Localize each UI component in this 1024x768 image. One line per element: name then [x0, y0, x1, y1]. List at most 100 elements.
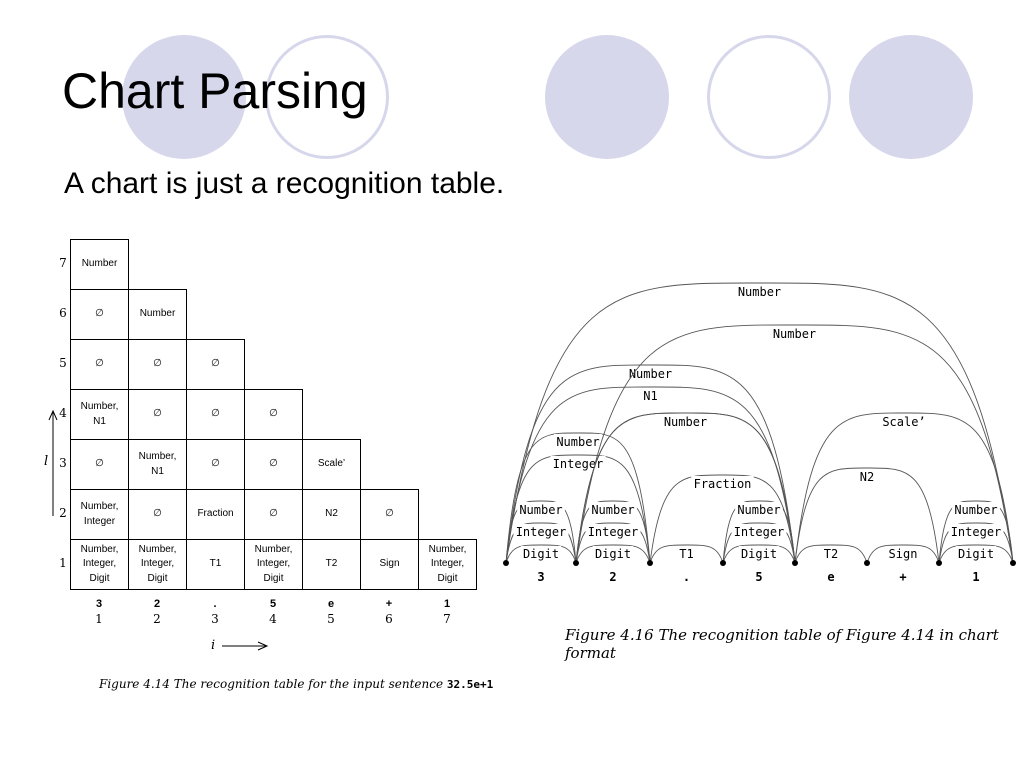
column-char: 5 [269, 598, 277, 610]
table-cell: T2 [302, 539, 361, 590]
table-cell: ∅ [186, 339, 245, 390]
chart-node [792, 560, 798, 566]
arc-label-bg [513, 524, 569, 539]
chart-token: 1 [972, 570, 979, 584]
chart-arc [505, 522, 577, 564]
arc-label-bg [886, 546, 920, 561]
arc-label-bg [952, 502, 1000, 517]
column-char: . [213, 598, 217, 610]
chart-arc [505, 282, 1014, 564]
arc-label: Digit [595, 547, 631, 561]
chart-arc [794, 412, 1014, 564]
chart-arc [722, 544, 796, 564]
arc-label-bg [677, 546, 696, 561]
arc-label-bg [626, 366, 675, 381]
table-cell: T1 [186, 539, 245, 590]
arc-label: Integer [516, 525, 567, 539]
column-char: 1 [443, 598, 451, 610]
decor-circle-1 [122, 35, 246, 159]
arc-label: Integer [588, 525, 639, 539]
arc-label-bg [857, 469, 877, 484]
chart-token: + [899, 570, 906, 584]
arc-label-bg [589, 502, 637, 517]
arc-label: Number [954, 503, 997, 517]
table-cell: ∅ [244, 489, 303, 540]
axis-l-arrow [48, 409, 58, 516]
figure-4-14-caption-text: Figure 4.14 The recognition table for th… [99, 677, 444, 691]
chart-node [647, 560, 653, 566]
arc-label-bg [948, 524, 1004, 539]
chart-arc [575, 544, 651, 564]
arc-label-bg [735, 502, 783, 517]
table-cell: Number, Integer, Digit [128, 539, 187, 590]
column-index: 4 [269, 612, 277, 626]
chart-token: 3 [537, 570, 544, 584]
arc-label-bg [735, 284, 784, 299]
row-label: 7 [59, 256, 67, 270]
chart-token: 5 [755, 570, 762, 584]
row-label: 5 [59, 356, 67, 370]
chart-node [573, 560, 579, 566]
axis-i-arrow [222, 641, 269, 651]
table-cell: Number [70, 239, 129, 290]
axis-i-label: i [211, 638, 216, 653]
chart-arc [794, 544, 868, 564]
chart-token: 2 [609, 570, 616, 584]
table-cell: N2 [302, 489, 361, 540]
column-index: 5 [327, 612, 335, 626]
table-cell: Number, Integer, Digit [418, 539, 477, 590]
arc-label-bg [880, 414, 928, 429]
arc-label: Integer [734, 525, 785, 539]
chart-arc [505, 454, 651, 564]
chart-arc [575, 324, 1014, 564]
table-cell: ∅ [128, 339, 187, 390]
column-char: e [327, 598, 335, 610]
arc-label-bg [731, 524, 787, 539]
arc-label: N2 [860, 470, 874, 484]
row-label: 3 [59, 456, 67, 470]
chart-arc [505, 386, 796, 564]
arc-label: Number [519, 503, 562, 517]
table-cell: ∅ [244, 439, 303, 490]
decor-circle-2 [265, 35, 389, 159]
table-cell: Sign [360, 539, 419, 590]
decor-circle-4 [707, 35, 831, 159]
arc-label: Number [737, 503, 780, 517]
arc-label-bg [738, 546, 780, 561]
arc-label: Sign [889, 547, 918, 561]
slide-title: Chart Parsing [62, 63, 368, 119]
chart-node [503, 560, 509, 566]
arc-label-bg [592, 546, 634, 561]
column-index: 6 [385, 612, 393, 626]
chart-node [720, 560, 726, 566]
row-label: 1 [59, 556, 67, 570]
arc-label: Digit [523, 547, 559, 561]
column-char: + [385, 598, 393, 610]
table-cell: Number [128, 289, 187, 340]
arc-label-bg [554, 434, 602, 449]
figure-4-16-caption: Figure 4.16 The recognition table of Fig… [565, 626, 999, 662]
table-cell: Number, N1 [70, 389, 129, 440]
column-index: 1 [95, 612, 103, 626]
table-cell: Number, Integer [70, 489, 129, 540]
chart-node [864, 560, 870, 566]
arc-label: Number [738, 285, 781, 299]
table-cell: Number, N1 [128, 439, 187, 490]
table-cell: ∅ [70, 289, 129, 340]
arc-label: Digit [958, 547, 994, 561]
table-cell: ∅ [360, 489, 419, 540]
chart-arc [866, 544, 940, 564]
arc-label-bg [641, 388, 660, 403]
chart-arc [649, 544, 724, 564]
arc-label-bg [691, 476, 754, 491]
arc-label-bg [661, 414, 710, 429]
row-label: 4 [59, 406, 67, 420]
chart-arc [575, 522, 651, 564]
table-cell: ∅ [128, 489, 187, 540]
chart-arc [938, 544, 1014, 564]
column-index: 3 [211, 612, 219, 626]
column-index: 7 [443, 612, 451, 626]
arc-label-bg [821, 546, 841, 561]
table-cell: ∅ [186, 389, 245, 440]
